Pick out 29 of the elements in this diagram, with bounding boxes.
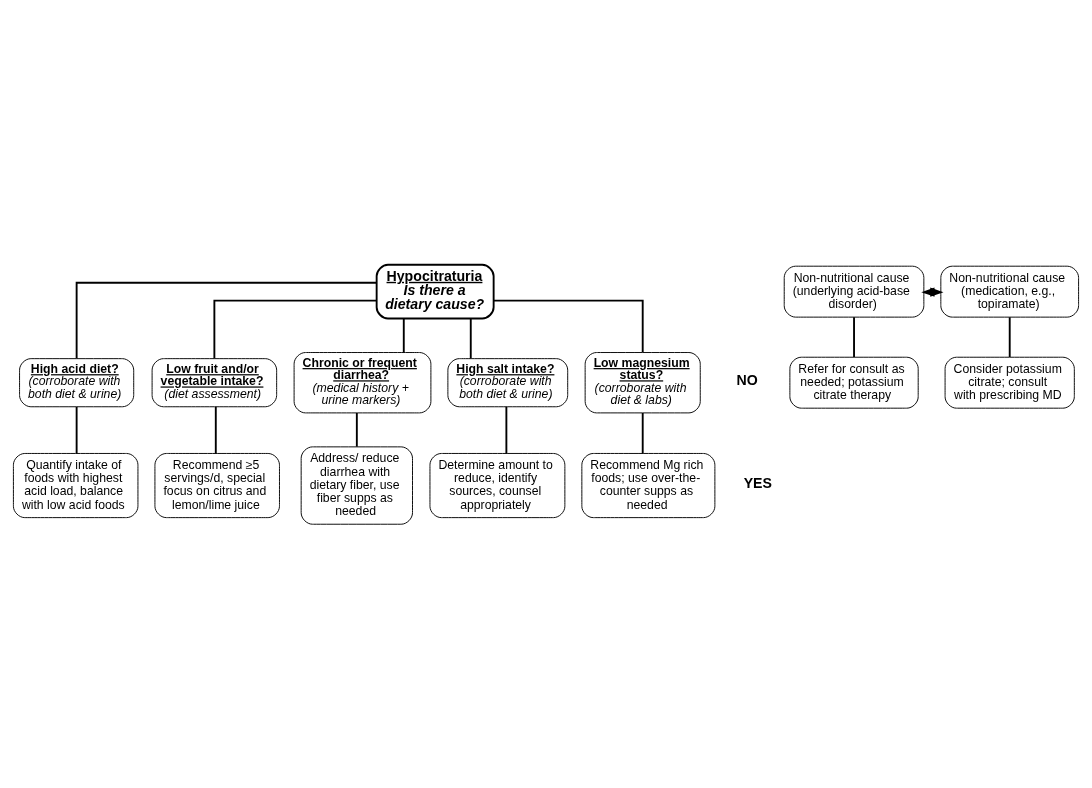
connector [355,411,358,448]
node-box: Determine amount to reduce, identify sources, counsel appropriately [429,452,566,518]
node-box: Chronic or frequent diarrhea? (medical history + urine markers) [293,351,432,413]
node-box: Address/ reduce diarrhea with dietary fiber, use fiber supps as needed [300,445,413,525]
node-box: Recommend ≥5 servings/d, special focus on citrus and lemon/lime juice [154,452,280,518]
connector [853,315,855,358]
node-box: Non-nutritional cause (medication, e.g., topiramate) [940,265,1080,318]
node-box: Recommend Mg rich foods; use over-the-counter supps as needed [581,452,716,518]
connector [492,299,644,353]
node-box: Refer for consult as needed; potassium citrate therapy [789,356,919,409]
connector [213,299,378,359]
label: NO [736,371,758,388]
connector [469,317,472,359]
connector [402,317,405,353]
node-box: Low magnesium status? (corroborate with diet & labs) [584,351,701,413]
connector [641,411,644,454]
connector [505,405,508,454]
node-box: Quantify intake of foods with highest acid load, balance with low acid foods [12,452,139,518]
connector [1008,315,1011,358]
connector [75,405,78,454]
connector [214,405,217,454]
node-box: Hypocitraturia Is there a dietary cause? [375,263,495,319]
node-box: Non-nutritional cause (underlying acid-base disorder) [783,265,925,318]
connector [75,281,378,359]
label: YES [743,474,772,491]
node-box: High salt intake? (corroborate with both diet & urine) [447,357,569,407]
node-box: High acid diet? (corroborate with both diet & urine) [19,357,135,407]
node-box: Low fruit and/or vegetable intake? (diet assessment) [151,357,278,407]
node-box: Consider potassium citrate; consult with prescribing MD [944,356,1075,409]
